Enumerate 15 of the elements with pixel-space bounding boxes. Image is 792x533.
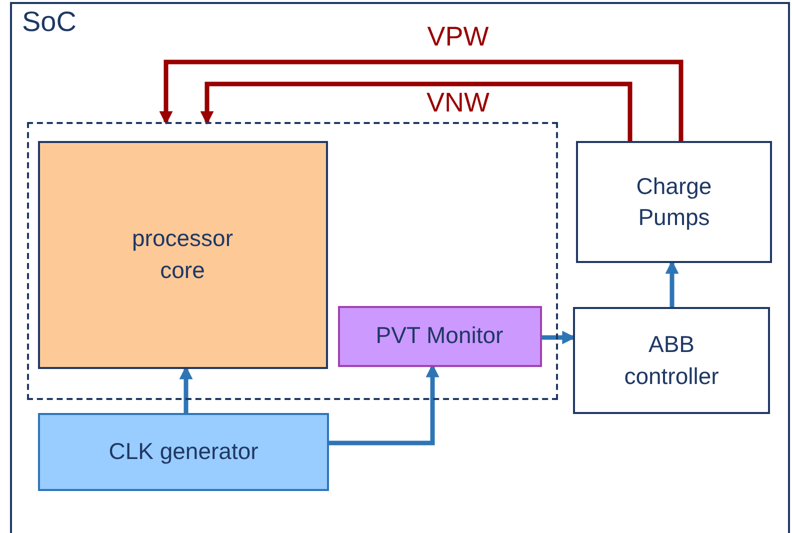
block-box <box>38 140 328 368</box>
block-label: processor core <box>131 224 234 284</box>
block-box <box>38 413 329 491</box>
block-label: CLK generator <box>108 437 258 466</box>
chip-label: SoC <box>22 8 76 36</box>
block-label: Charge Pumps <box>635 172 713 232</box>
block-label: ABB controller <box>623 330 720 390</box>
block-box <box>576 141 772 263</box>
block-box <box>573 307 770 414</box>
arrow <box>159 60 684 141</box>
chip-boundary <box>10 2 790 533</box>
block-label: PVT Monitor <box>376 321 504 350</box>
block-box <box>338 306 542 366</box>
arrow <box>200 82 632 141</box>
dashed-region <box>27 122 558 400</box>
